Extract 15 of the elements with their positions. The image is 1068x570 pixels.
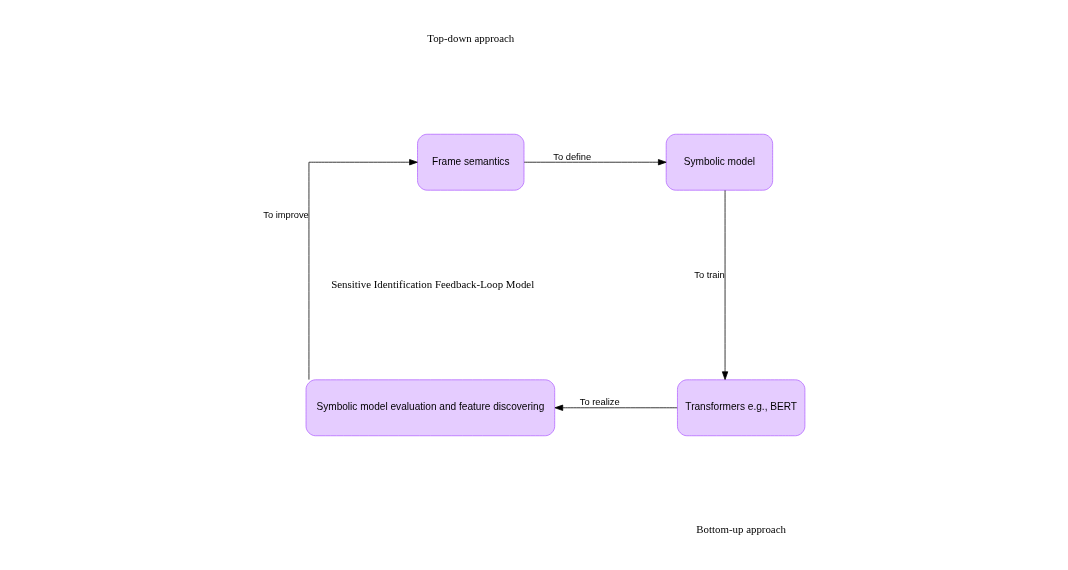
label: Bottom-up approach [696,523,786,536]
node-box: Transformers e.g., BERT [677,379,806,437]
edge-label: To train [694,270,725,281]
node-box: Frame semantics [417,133,525,191]
edge-label: To define [553,151,592,162]
arrow [554,404,678,411]
arrow [308,159,418,380]
label: Top-down approach [427,32,515,45]
edge-label: To realize [579,397,620,408]
arrow [721,190,729,380]
node-box: Symbolic model [665,133,774,191]
node-box: Symbolic model evaluation and feature discovering [305,379,556,437]
arrow [523,159,667,166]
edge-label: To improve [263,209,309,220]
label: Sensitive Identification Feedback-Loop Model [331,277,535,290]
